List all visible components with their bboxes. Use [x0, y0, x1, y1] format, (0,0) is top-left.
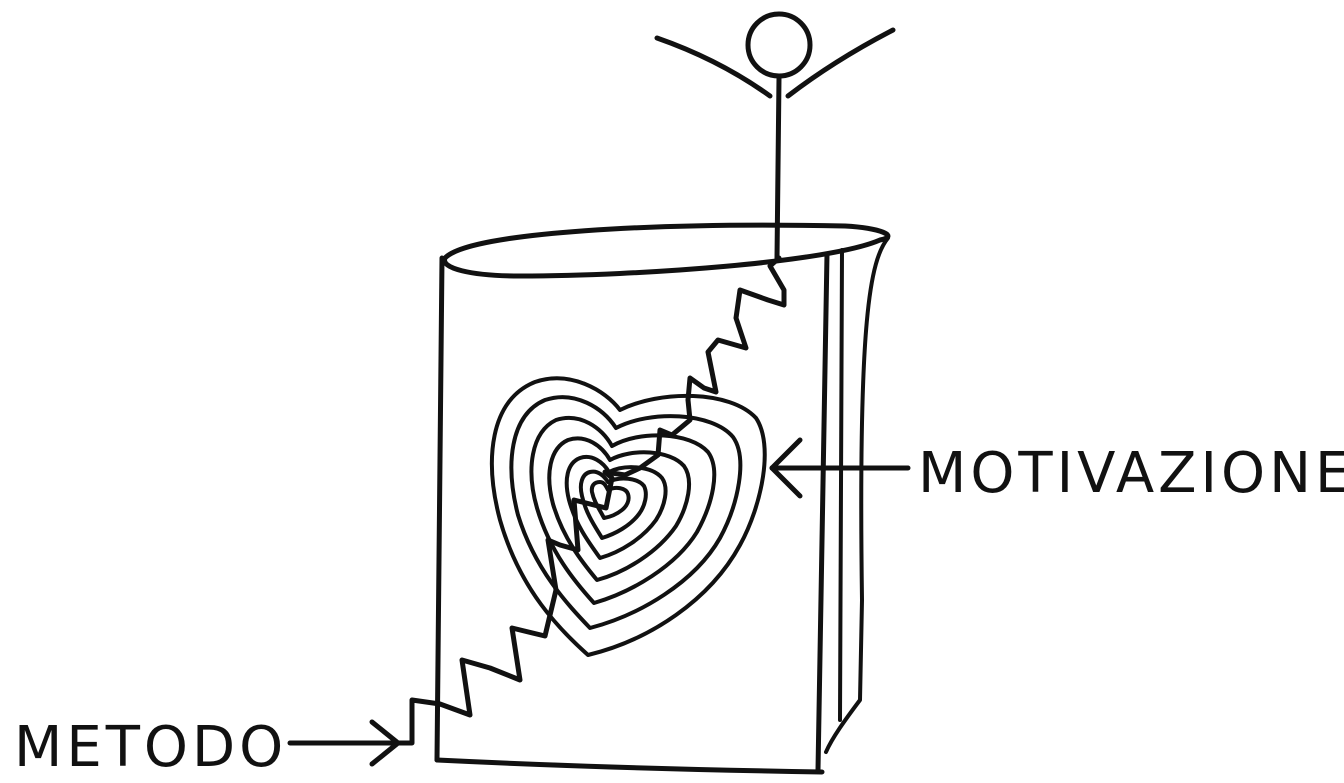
cylinder-right-wall — [815, 251, 830, 773]
cylinder-right-edge-inner — [838, 248, 844, 722]
stick-figure-head — [745, 11, 813, 79]
stick-figure — [654, 11, 896, 261]
heart-ring-1 — [490, 376, 767, 657]
staircase — [297, 255, 787, 746]
heart-ring-4 — [547, 436, 692, 582]
cylinder-left-wall — [434, 255, 445, 763]
motivation-arrow — [769, 437, 911, 499]
motivation-arrow-head — [769, 437, 803, 499]
stick-figure-body — [774, 75, 782, 261]
cylinder-bottom — [434, 757, 825, 775]
heart-ring-5 — [564, 455, 668, 560]
heart-ring-2 — [509, 395, 743, 630]
cylinder — [434, 222, 891, 775]
heart-ring-6 — [578, 469, 648, 540]
method-arrow-head — [369, 719, 401, 767]
cylinder-rim — [442, 222, 891, 279]
motivation-label: MOTIVAZIONE — [918, 441, 1344, 506]
heart-ring-3 — [529, 415, 717, 605]
heart-ring-7 — [589, 480, 631, 520]
method-arrow — [287, 719, 401, 767]
cylinder-right-edge-outer — [824, 236, 890, 754]
method-label: METODO — [14, 715, 287, 780]
spiral-heart — [490, 376, 767, 657]
stick-figure-arms — [654, 27, 896, 99]
